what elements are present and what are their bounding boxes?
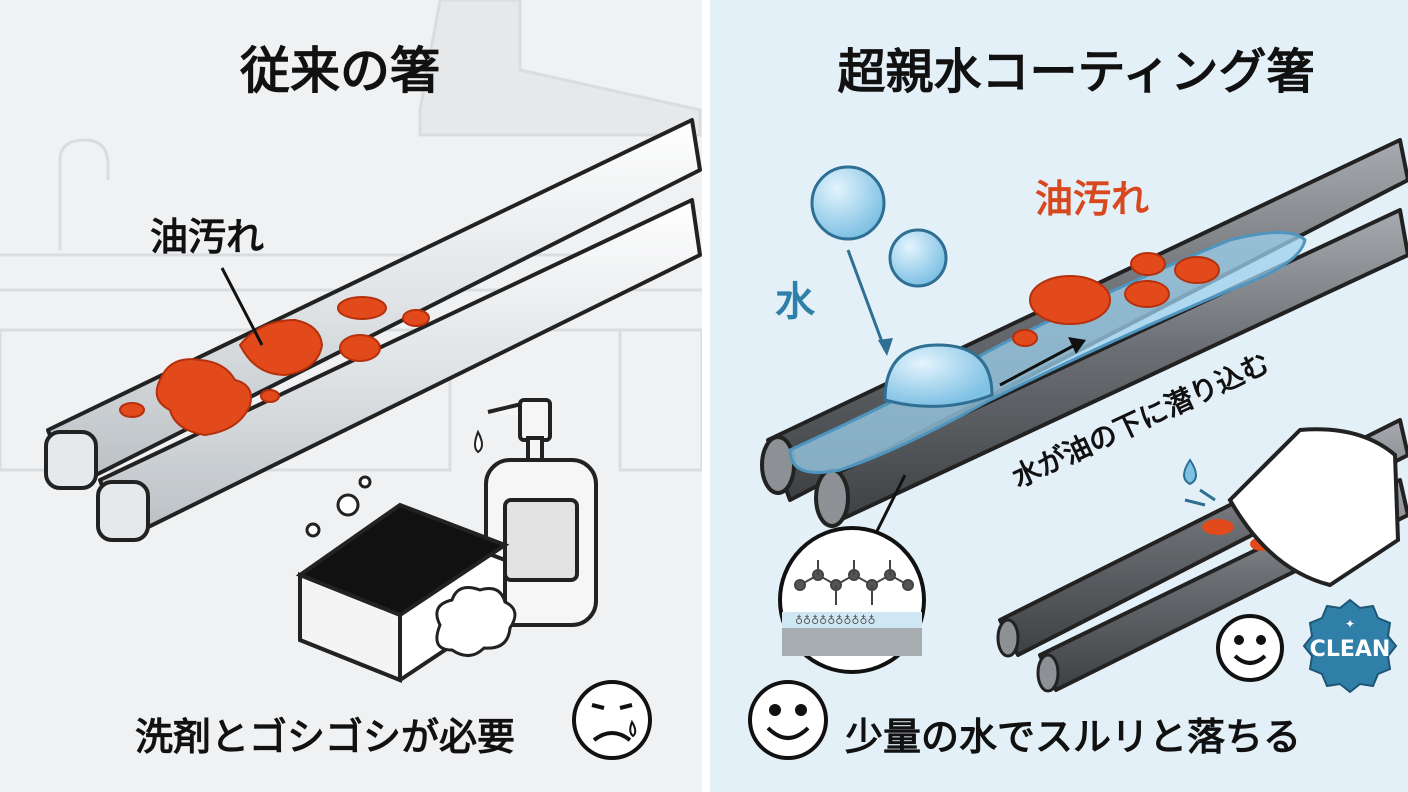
sad-face-icon	[572, 680, 652, 760]
right-oil-label: 油汚れ	[1035, 177, 1149, 221]
clean-badge-text: CLEAN	[1310, 637, 1391, 662]
coated-chopstick-front-end	[814, 468, 850, 528]
oil-stains-left	[119, 296, 430, 437]
svg-text:♁♁♁♁♁♁♁♁♁♁: ♁♁♁♁♁♁♁♁♁♁	[795, 614, 876, 627]
left-panel: 従来の箸 油汚れ	[0, 0, 704, 792]
cloth-icon	[1227, 427, 1401, 588]
oil-stains-right	[1012, 252, 1220, 347]
soap-bubbles	[305, 475, 517, 657]
splash-drop-icon	[1183, 458, 1197, 486]
molecular-structure-inset: ♁♁♁♁♁♁♁♁♁♁	[778, 474, 926, 674]
left-oil-pointer	[220, 267, 264, 346]
water-drop-small	[888, 228, 948, 288]
sponge-icon	[295, 502, 510, 683]
right-title: 超親水コーティング箸	[837, 44, 1314, 100]
svg-text:✦: ✦	[1345, 617, 1355, 631]
coated-chopstick-back-end	[760, 435, 796, 495]
small-smile-icon	[1216, 614, 1284, 682]
smile-face-icon	[748, 680, 828, 760]
left-title: 従来の箸	[239, 42, 440, 100]
slide-arrow	[999, 343, 1076, 387]
left-oil-label: 油汚れ	[150, 215, 264, 259]
water-arrow	[846, 249, 887, 351]
splash-lines	[1184, 488, 1216, 507]
panel-divider	[702, 0, 710, 792]
left-caption: 洗剤とゴシゴシが必要	[135, 715, 515, 759]
water-drops	[810, 165, 994, 408]
water-drop-large	[810, 165, 886, 241]
chopstick-front-end	[96, 480, 150, 542]
slide-arrow-head	[1068, 337, 1086, 354]
water-label: 水	[775, 279, 816, 325]
soap-bottle-icon	[474, 398, 598, 627]
water-arrow-head	[878, 338, 893, 356]
right-panel: 超親水コーティング箸 水 油汚れ 水が	[710, 0, 1408, 792]
water-film	[788, 231, 1307, 474]
water-drop-on-stick	[883, 343, 994, 408]
chopstick-back-end	[44, 430, 98, 490]
clean-badge: CLEAN ✦	[1302, 598, 1398, 694]
right-caption: 少量の水でスルリと落ちる	[845, 715, 1301, 759]
